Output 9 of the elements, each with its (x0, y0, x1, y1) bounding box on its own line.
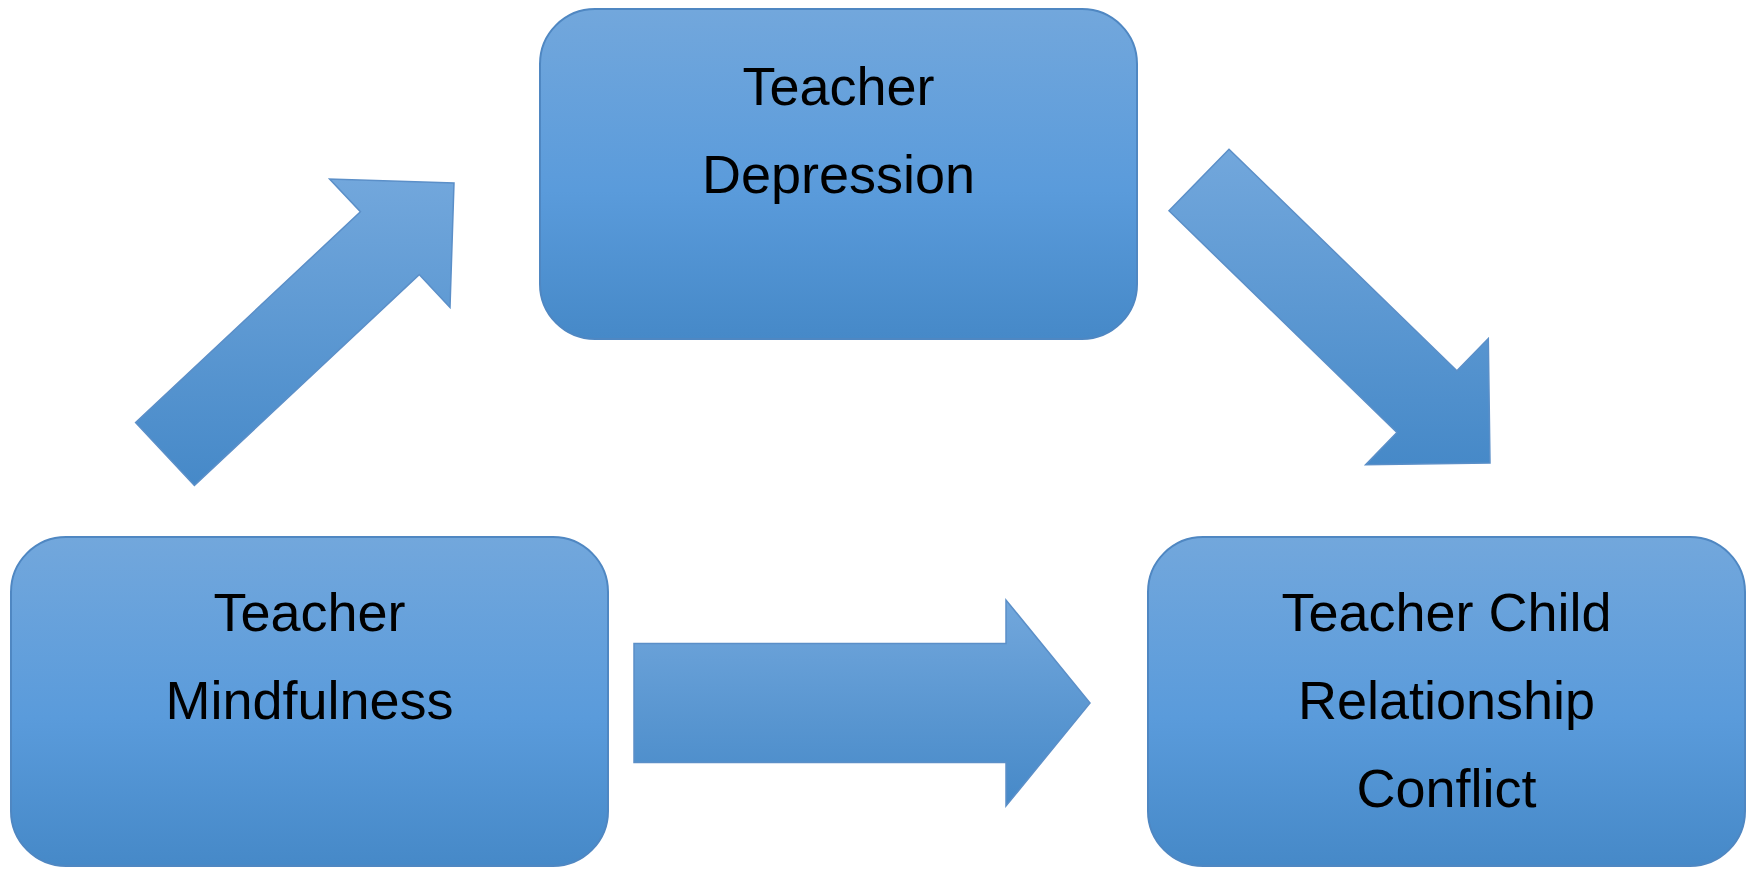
rounded-box (10, 536, 609, 867)
rounded-box (1147, 536, 1746, 867)
block-arrow (633, 597, 1091, 809)
box-label: Teacher Child Relationship Conflict (1280, 581, 1613, 820)
box-label: Teacher Depression (700, 55, 977, 206)
rounded-box (539, 8, 1138, 340)
block-arrow (1167, 148, 1491, 466)
box-label: Teacher Mindfulness (164, 581, 455, 732)
block-arrow (134, 178, 455, 487)
